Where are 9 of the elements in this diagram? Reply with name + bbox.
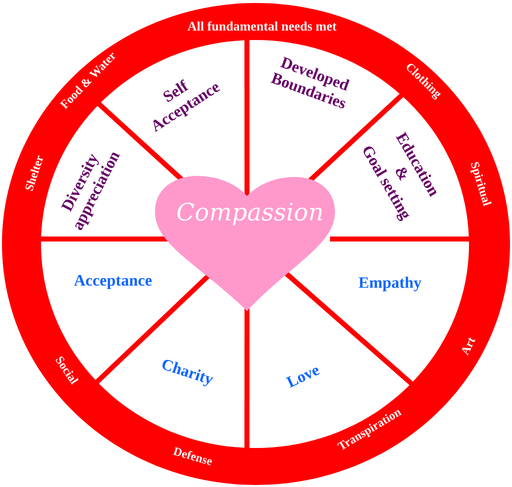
ring-label: Defense (172, 446, 212, 466)
sector-label: Acceptance (74, 275, 152, 289)
sector-label: Empathy (358, 276, 422, 292)
ring-label: Shelter (26, 155, 44, 191)
sector-label: Charity (162, 360, 214, 386)
ring-label: Art (462, 337, 476, 356)
ring-label: All fundamental needs met (188, 21, 336, 31)
heart: Compassion (155, 176, 335, 311)
sector-label: Love (286, 368, 320, 388)
